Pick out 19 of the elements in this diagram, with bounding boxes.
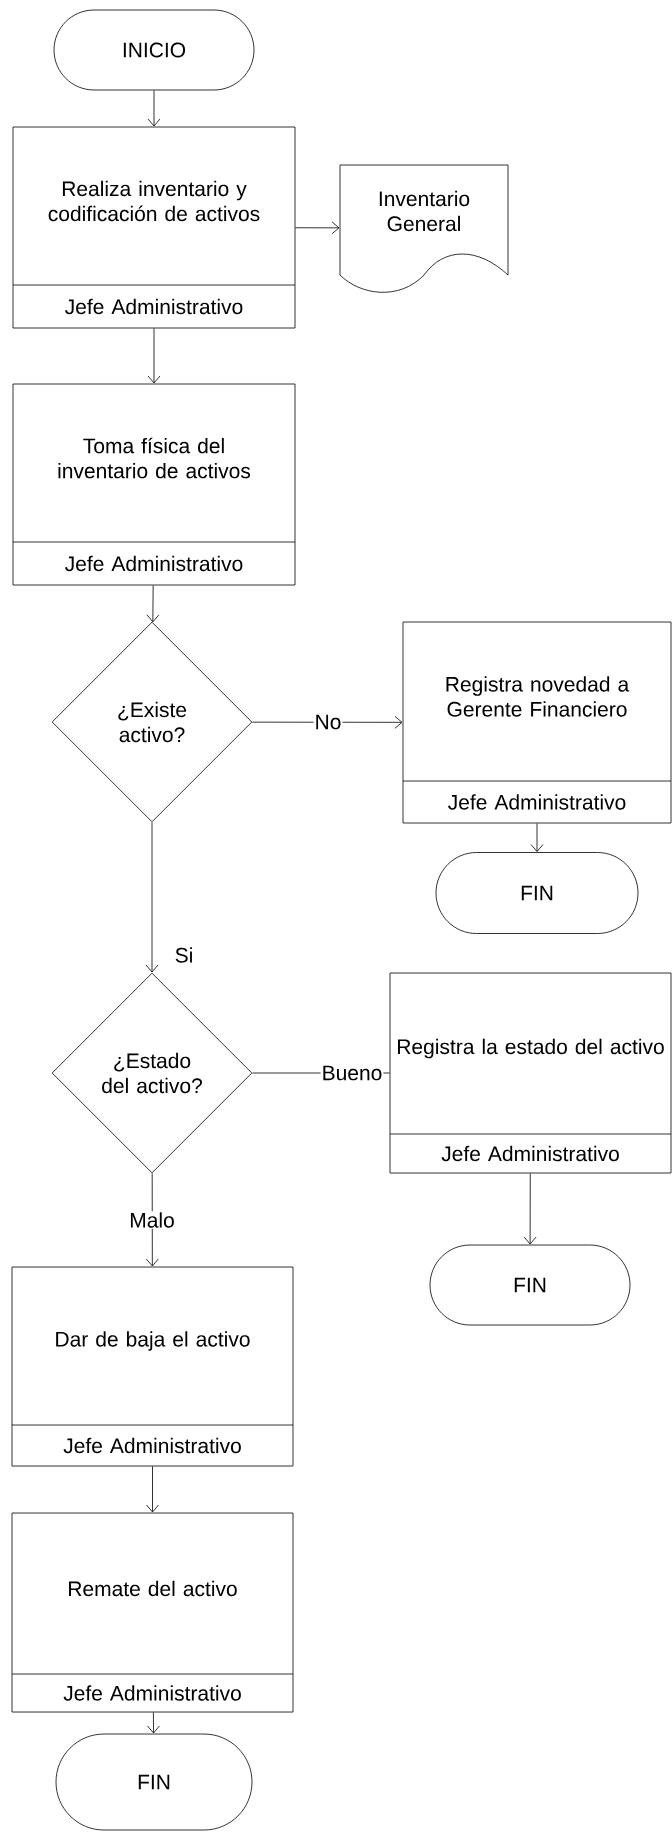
edge-label: No: [313, 713, 343, 731]
arrow: [145, 822, 159, 973]
arrow: [147, 90, 161, 127]
arrow: [147, 1712, 160, 1734]
process-box: Registra la estado del activo Jefe Administrativo: [389, 972, 672, 1174]
process-box: Dar de baja el activo Jefe Administrativo: [11, 1266, 294, 1467]
arrow: [147, 328, 161, 384]
arrow: [146, 1466, 159, 1513]
process-box: Registra novedad a Gerente Financiero Jefe Administrativo: [402, 621, 672, 824]
edge-label: Si: [175, 947, 192, 963]
process-box: Remate del activo Jefe Administrativo: [11, 1512, 294, 1713]
process-box: Toma física del inventario de activos Jefe Administrativo: [12, 383, 296, 586]
arrow: [146, 585, 160, 623]
process-box: Realiza inventario y codificación de activos Jefe Administrativo: [12, 126, 296, 329]
edge-label: Bueno: [320, 1064, 384, 1082]
arrow: [523, 1173, 537, 1245]
arrow: [530, 823, 544, 852]
edge-label: Malo: [128, 1211, 176, 1229]
arrow: [295, 221, 340, 235]
